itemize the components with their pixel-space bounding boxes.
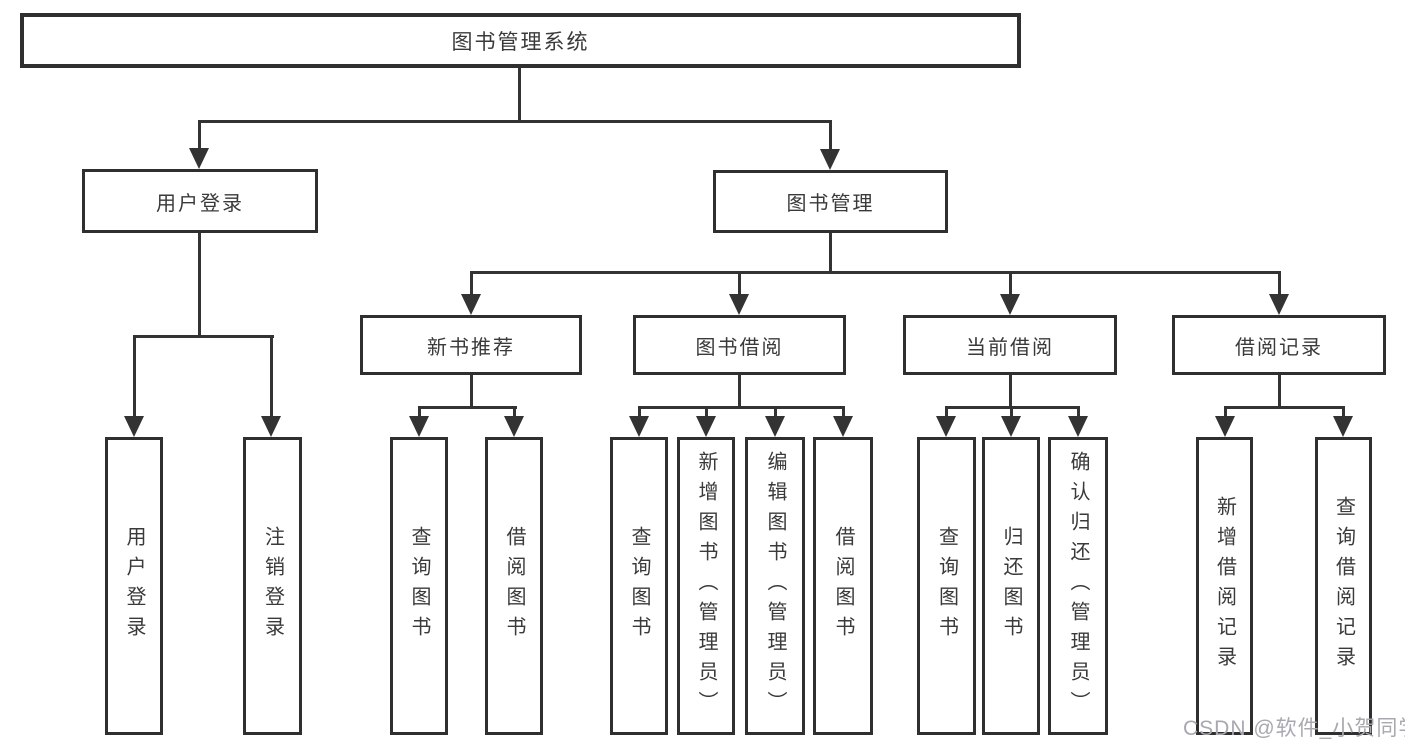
arrow-down-icon [820,149,840,170]
connector-to-leaf [1224,406,1227,419]
node-borrow-records: 借阅记录 [1172,315,1386,375]
node-library-system: 图书管理系统 [20,13,1021,68]
leaf-label: 查询图书 [628,526,650,646]
node-book-borrow: 图书借阅 [633,315,846,375]
arrow-down-icon [833,416,853,437]
leaf-label: 新增图书（管理员） [695,451,717,721]
leaf-query-books-current: 查询图书 [917,437,976,735]
connector-to-leaf [1077,406,1080,419]
connector-user-login-stem [198,233,201,337]
connector-to-leaf [1010,406,1013,419]
arrow-down-icon [936,416,956,437]
arrow-down-icon [409,416,429,437]
connector-to-book-mgmt [829,120,832,152]
connector-book-borrow-stem [738,375,741,408]
connector-to-borrow-records [1278,271,1281,297]
arrow-down-icon [1068,416,1088,437]
leaf-label: 归还图书 [1000,526,1022,646]
leaf-label: 借阅图书 [832,526,854,646]
leaf-query-books-borrow: 查询图书 [610,437,668,735]
connector-to-leaf [705,406,708,419]
arrow-down-icon [461,294,481,315]
node-label: 新书推荐 [427,336,515,359]
connector-current-borrow-stem [1009,375,1012,408]
leaf-confirm-return-admin: 确认归还（管理员） [1048,437,1108,735]
leaf-label: 查询图书 [408,526,430,646]
connector-root-stem [518,68,521,120]
leaf-label: 注销登录 [261,526,284,646]
connector-to-current-borrow [1009,271,1012,297]
csdn-watermark: CSDN @软件_小贺同学 [1183,717,1405,740]
connector-to-leaf [945,406,948,419]
leaf-label: 借阅图书 [503,526,525,646]
arrow-down-icon [765,416,785,437]
leaf-label: 用户登录 [123,526,145,646]
leaf-label: 查询借阅记录 [1332,496,1355,676]
connector-user-login-split [133,335,274,338]
leaf-logout: 注销登录 [243,437,302,735]
connector-borrow-records-split [1224,406,1345,409]
connector-to-leaf [133,335,136,419]
arrow-down-icon [1269,294,1289,315]
leaf-label: 编辑图书（管理员） [764,451,786,721]
connector-borrow-records-stem [1278,375,1281,408]
connector-to-leaf [270,335,273,419]
connector-to-leaf [638,406,641,419]
arrow-down-icon [1000,294,1020,315]
leaf-query-borrow-record: 查询借阅记录 [1315,437,1372,735]
connector-to-leaf [1342,406,1345,419]
leaf-borrow-books: 借阅图书 [813,437,873,735]
node-new-book-recommend: 新书推荐 [360,315,582,375]
arrow-down-icon [124,416,144,437]
leaf-user-login: 用户登录 [105,437,163,735]
node-label: 用户登录 [156,192,244,215]
connector-to-new-book [470,271,473,297]
connector-new-book-split [418,406,517,409]
connector-to-leaf [774,406,777,419]
leaf-add-borrow-record: 新增借阅记录 [1196,437,1253,735]
connector-root-split [199,120,832,123]
node-label: 图书借阅 [695,336,784,359]
leaf-borrow-books-recommend: 借阅图书 [485,437,543,735]
node-label: 图书管理系统 [451,30,590,54]
arrow-down-icon [729,294,749,315]
node-current-borrow: 当前借阅 [903,315,1117,375]
node-label: 借阅记录 [1235,336,1323,359]
node-user-login: 用户登录 [82,169,318,233]
connector-to-leaf [513,406,516,419]
connector-to-leaf [418,406,421,419]
leaf-label: 查询图书 [935,526,958,646]
arrow-down-icon [1333,416,1353,437]
connector-new-book-stem [470,375,473,408]
arrow-down-icon [696,416,716,437]
leaf-label: 确认归还（管理员） [1067,451,1089,721]
connector-to-leaf [842,406,845,419]
leaf-label: 新增借阅记录 [1213,496,1236,676]
connector-to-book-borrow [738,271,741,297]
leaf-return-book: 归还图书 [982,437,1040,735]
leaf-add-book-admin: 新增图书（管理员） [677,437,735,735]
arrow-down-icon [629,416,649,437]
node-label: 图书管理 [786,193,875,215]
node-label: 当前借阅 [966,336,1054,359]
arrow-down-icon [1001,416,1021,437]
connector-book-mgmt-stem [829,233,832,273]
arrow-down-icon [189,148,209,169]
arrow-down-icon [504,416,524,437]
node-book-management: 图书管理 [713,170,948,233]
connector-book-borrow-split [638,406,845,409]
connector-to-user-login [198,120,201,151]
connector-book-mgmt-split [470,271,1281,274]
leaf-edit-book-admin: 编辑图书（管理员） [745,437,805,735]
arrow-down-icon [1215,416,1235,437]
arrow-down-icon [261,416,281,437]
leaf-query-books-recommend: 查询图书 [390,437,448,735]
